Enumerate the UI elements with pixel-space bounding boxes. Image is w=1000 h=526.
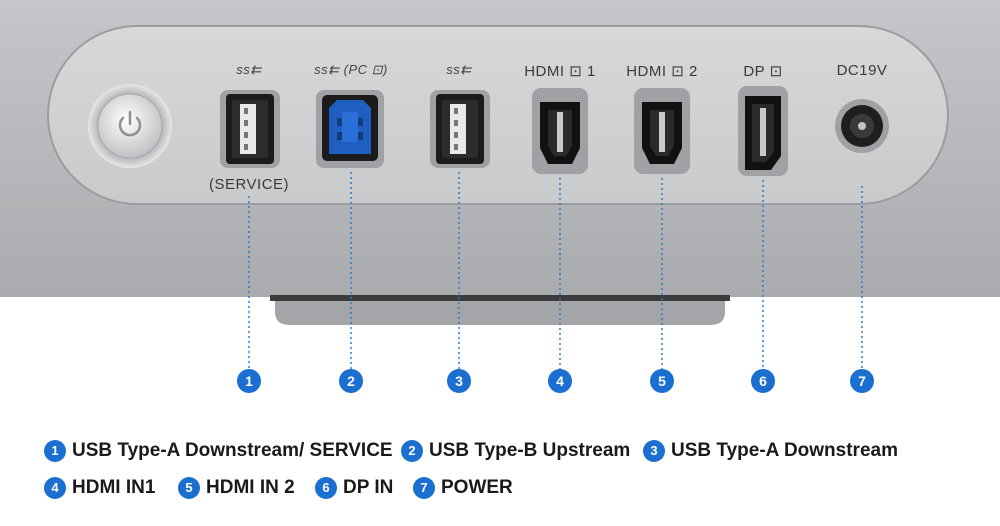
callout-badge-2: 2 [339,369,363,393]
hdmi-port-2[interactable] [634,88,690,174]
displayport-port[interactable] [738,86,788,176]
callout-badge-5: 5 [650,369,674,393]
dc-power-jack[interactable] [835,99,889,153]
legend-item-7: 7 POWER [413,477,513,499]
legend-item-1: 1 USB Type-A Downstream/ SERVICE [44,440,393,462]
legend-text-7: POWER [441,477,513,498]
stand-gap [270,295,730,301]
callout-badge-4: 4 [548,369,572,393]
legend-text-1: USB Type-A Downstream/ SERVICE [72,440,393,461]
legend-text-2: USB Type-B Upstream [429,440,631,461]
stand-base [275,297,725,325]
power-button[interactable] [88,84,172,168]
legend-text-5: HDMI IN 2 [206,477,295,498]
port-label-4: HDMI ⊡ 1 [524,63,596,80]
power-icon [118,110,142,137]
service-label: (SERVICE) [208,176,290,193]
callout-badge-3: 3 [447,369,471,393]
legend-badge-6: 6 [315,477,337,499]
legend-item-4: 4 HDMI IN1 [44,477,155,499]
legend-badge-5: 5 [178,477,200,499]
legend-item-6: 6 DP IN [315,477,393,499]
legend-item-2: 2 USB Type-B Upstream [401,440,630,462]
legend-badge-7: 7 [413,477,435,499]
legend-text-6: DP IN [343,477,394,498]
usb-type-a-port-1[interactable] [220,90,280,168]
callout-badge-1: 1 [237,369,261,393]
callout-lines [248,172,863,370]
callout-badge-6: 6 [751,369,775,393]
port-label-2: ss⇇ (PC ⊡) [314,62,388,77]
legend-item-5: 5 HDMI IN 2 [178,477,295,499]
legend-item-3: 3 USB Type-A Downstream [643,440,898,462]
port-label-6: DP ⊡ [743,63,783,80]
usb-type-a-port-3[interactable] [430,90,490,168]
legend-badge-4: 4 [44,477,66,499]
hdmi-port-1[interactable] [532,88,588,174]
port-panel [47,25,949,205]
legend-badge-2: 2 [401,440,423,462]
legend-badge-1: 1 [44,440,66,462]
port-label-1: ss⇇ [236,62,262,77]
callout-badge-7: 7 [850,369,874,393]
usb-type-b-port[interactable] [316,90,384,168]
legend-text-3: USB Type-A Downstream [671,440,898,461]
legend-badge-3: 3 [643,440,665,462]
port-label-3: ss⇇ [446,62,472,77]
port-label-5: HDMI ⊡ 2 [626,63,698,80]
port-label-7: DC19V [836,62,888,79]
legend-text-4: HDMI IN1 [72,477,156,498]
